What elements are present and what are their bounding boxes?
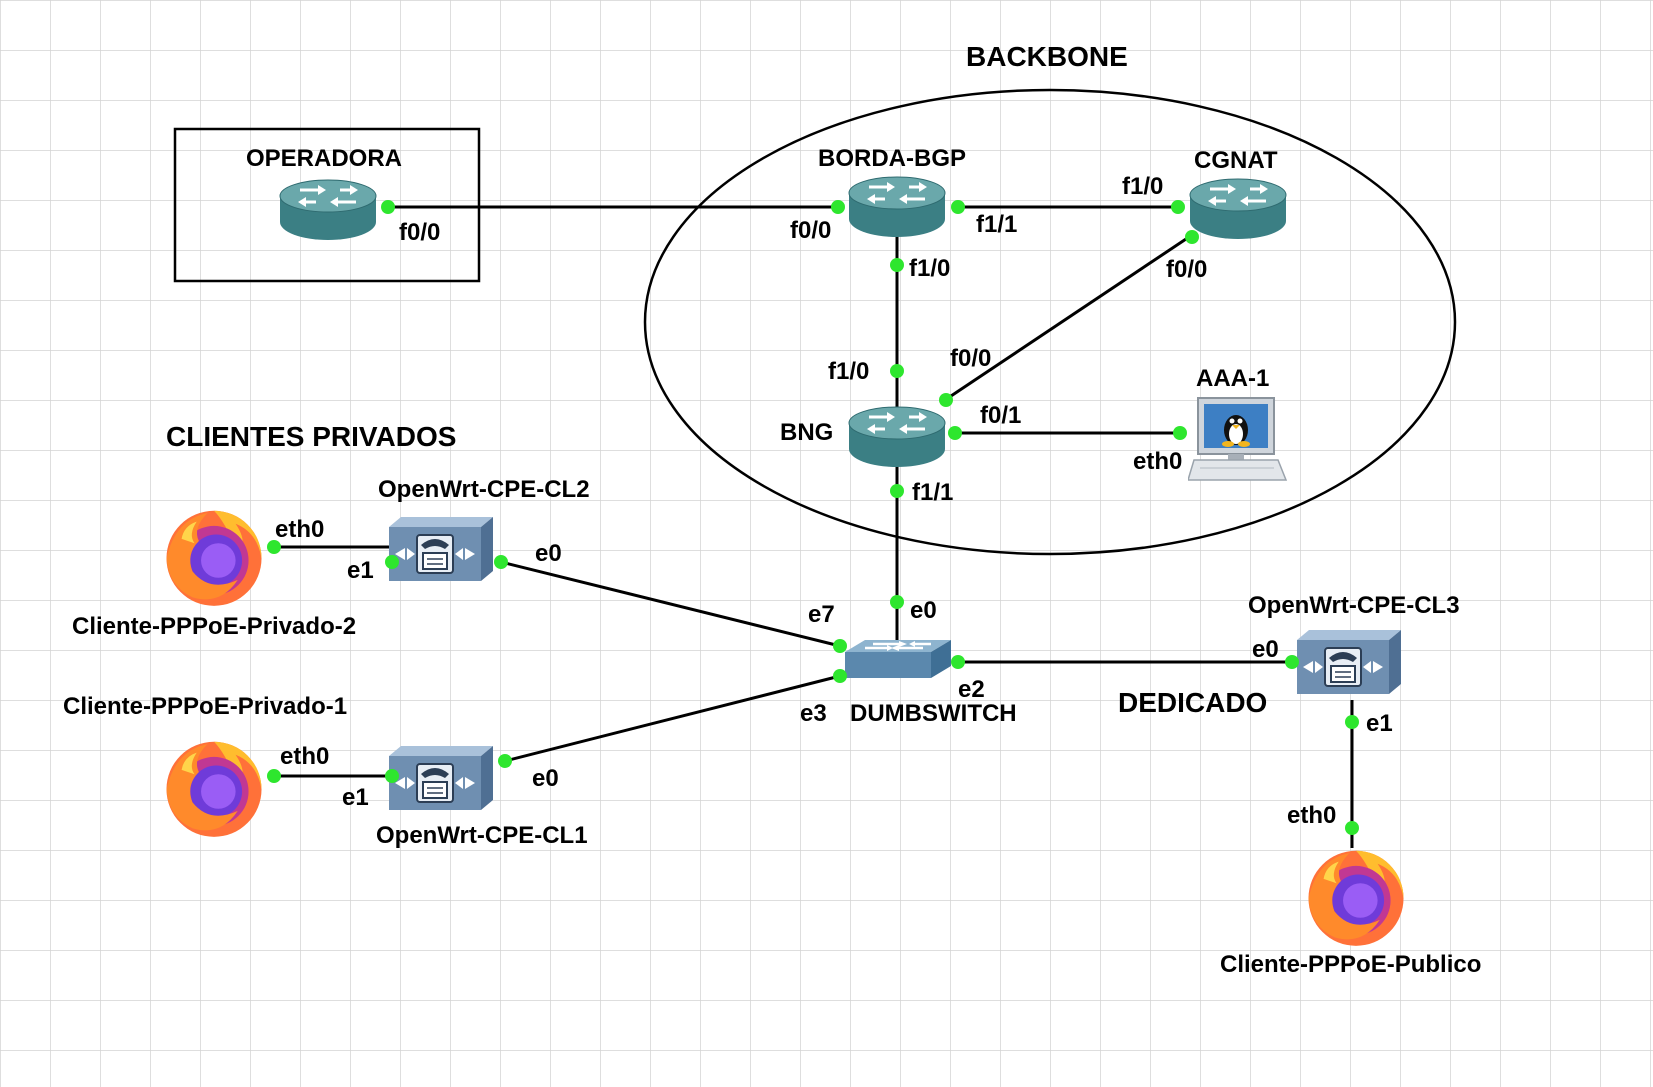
cpe-cl3-label: OpenWrt-CPE-CL3 <box>1248 592 1460 619</box>
port-dot[interactable] <box>1185 230 1199 244</box>
link-cgnat-bng[interactable] <box>941 233 1193 404</box>
clientes-privados-label: CLIENTES PRIVADOS <box>166 421 456 452</box>
port-label: e7 <box>808 601 835 628</box>
port-dot[interactable] <box>267 769 281 783</box>
port-label: f1/0 <box>828 358 869 385</box>
port-label: e1 <box>1366 710 1393 737</box>
port-label: e0 <box>535 540 562 567</box>
port-dot[interactable] <box>939 393 953 407</box>
port-dot[interactable] <box>385 769 399 783</box>
port-label: eth0 <box>1287 802 1336 829</box>
port-label: f0/0 <box>790 217 831 244</box>
port-dot[interactable] <box>951 200 965 214</box>
router-icon[interactable] <box>1188 177 1288 241</box>
port-dot[interactable] <box>833 639 847 653</box>
port-label: f1/0 <box>909 255 950 282</box>
port-label: eth0 <box>1133 448 1182 475</box>
link-cl1-switch[interactable] <box>504 674 841 763</box>
port-dot[interactable] <box>1171 200 1185 214</box>
port-label: f1/1 <box>912 479 953 506</box>
linux-host-icon[interactable] <box>1188 397 1287 481</box>
dumbswitch-label: DUMBSWITCH <box>850 700 1017 727</box>
link-cl2-switch[interactable] <box>500 560 841 648</box>
cliente-privado-2-label: Cliente-PPPoE-Privado-2 <box>72 613 356 640</box>
switch-icon[interactable] <box>843 638 953 680</box>
router-icon[interactable] <box>847 175 947 239</box>
cpe-cl1-label: OpenWrt-CPE-CL1 <box>376 822 588 849</box>
aaa1-label: AAA-1 <box>1196 365 1269 392</box>
backbone-label: BACKBONE <box>966 41 1128 72</box>
dedicado-label: DEDICADO <box>1118 687 1267 718</box>
port-dot[interactable] <box>890 364 904 378</box>
borda-bgp-label: BORDA-BGP <box>818 145 966 172</box>
port-dot[interactable] <box>1345 715 1359 729</box>
cpe-icon[interactable] <box>388 745 494 811</box>
port-dot[interactable] <box>890 484 904 498</box>
cliente-privado-1-label: Cliente-PPPoE-Privado-1 <box>63 693 347 720</box>
port-label: e0 <box>532 765 559 792</box>
port-dot[interactable] <box>890 258 904 272</box>
router-icon[interactable] <box>847 405 947 469</box>
port-dot[interactable] <box>1173 426 1187 440</box>
port-dot[interactable] <box>890 595 904 609</box>
port-label: e0 <box>1252 636 1279 663</box>
port-label: eth0 <box>275 516 324 543</box>
port-label: e3 <box>800 700 827 727</box>
port-label: e0 <box>910 597 937 624</box>
router-icon[interactable] <box>278 178 378 242</box>
port-dot[interactable] <box>498 754 512 768</box>
firefox-icon[interactable] <box>1308 850 1404 946</box>
cgnat-label: CGNAT <box>1194 147 1278 174</box>
port-dot[interactable] <box>1285 655 1299 669</box>
port-label: f0/0 <box>1166 256 1207 283</box>
port-label: f0/0 <box>950 345 991 372</box>
cpe-icon[interactable] <box>1296 629 1402 695</box>
port-label: e1 <box>342 784 369 811</box>
port-dot[interactable] <box>381 200 395 214</box>
firefox-icon[interactable] <box>166 510 262 606</box>
backbone-area-ellipse <box>643 88 1457 556</box>
port-dot[interactable] <box>951 655 965 669</box>
port-label: f0/1 <box>980 402 1021 429</box>
port-dot[interactable] <box>948 426 962 440</box>
operadora-area-box <box>173 127 481 283</box>
port-dot[interactable] <box>1345 821 1359 835</box>
port-label: e1 <box>347 557 374 584</box>
port-dot[interactable] <box>831 200 845 214</box>
port-dot[interactable] <box>267 540 281 554</box>
port-label: f1/0 <box>1122 173 1163 200</box>
firefox-icon[interactable] <box>166 741 262 837</box>
port-dots <box>267 200 1359 835</box>
port-label: e2 <box>958 676 985 703</box>
port-label: eth0 <box>280 743 329 770</box>
port-label: f1/1 <box>976 211 1017 238</box>
cpe-icon[interactable] <box>388 516 494 582</box>
port-label: f0/0 <box>399 219 440 246</box>
bng-label: BNG <box>780 419 833 446</box>
port-dot[interactable] <box>385 555 399 569</box>
port-dot[interactable] <box>494 555 508 569</box>
cpe-cl2-label: OpenWrt-CPE-CL2 <box>378 476 590 503</box>
port-dot[interactable] <box>833 669 847 683</box>
cliente-publico-label: Cliente-PPPoE-Publico <box>1220 951 1481 978</box>
operadora-label: OPERADORA <box>246 145 402 172</box>
